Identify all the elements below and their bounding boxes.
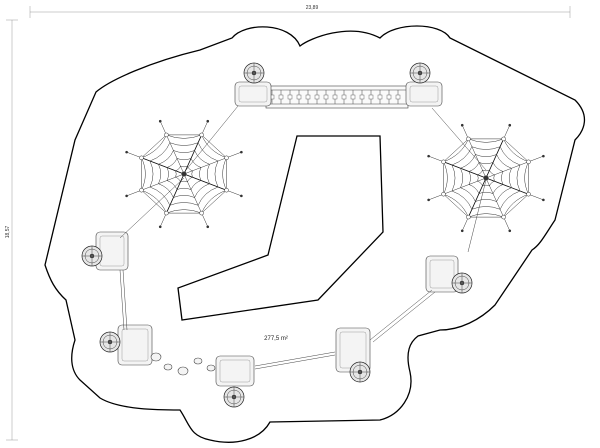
tower-bottom-right: [335, 327, 371, 383]
tower-right: [425, 255, 473, 294]
connectors: [119, 105, 487, 370]
safety-zone-outline: [44, 25, 586, 443]
tower-left: [81, 231, 129, 271]
spider-web-net-right: [427, 123, 545, 233]
height-dimension-label: 18,57: [5, 226, 11, 239]
width-dimension-label: 23,89: [306, 5, 319, 11]
tower-right-dome: [451, 272, 473, 294]
tower-bottom-left: [99, 324, 153, 366]
stepping-stones: [150, 352, 216, 376]
tower-top-right: [405, 62, 443, 107]
inner-island-outline: [177, 135, 384, 321]
tower-left-dome: [81, 245, 103, 267]
tower-top-left: [234, 62, 272, 107]
tower-top-right-dome: [409, 62, 431, 84]
rope-bridge: [265, 85, 409, 109]
spider-web-net-left: [125, 119, 243, 229]
tower-top-left-dome: [243, 62, 265, 84]
tower-bottom-middle: [215, 355, 255, 408]
area-label: 277,5 m²: [264, 336, 288, 342]
tower-bottom-left-dome: [99, 331, 121, 353]
tower-bottom-middle-dome: [223, 386, 245, 408]
tower-bottom-right-dome: [349, 361, 371, 383]
dimension-lines: [6, 6, 571, 441]
